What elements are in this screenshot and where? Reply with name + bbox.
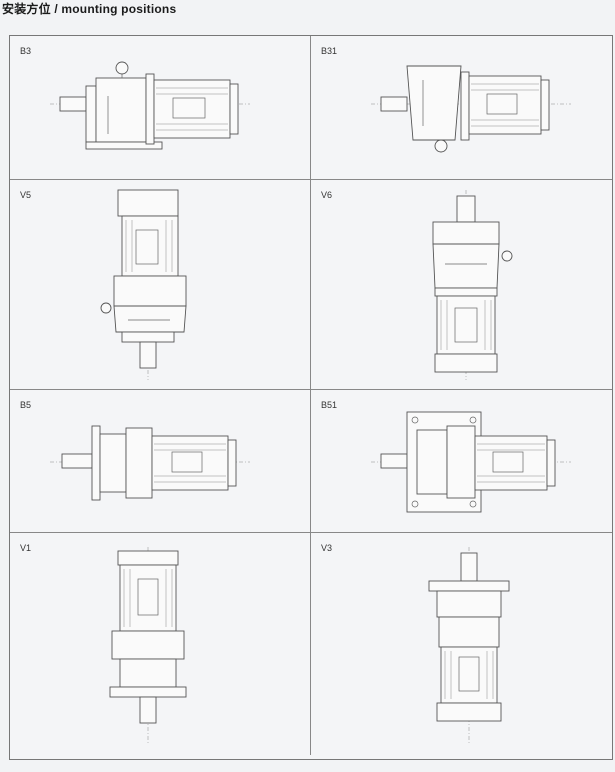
position-label-v6: V6	[321, 190, 333, 200]
position-cell-v3: V3	[311, 533, 612, 755]
v6-gear-motor-drawing	[432, 190, 513, 380]
v1-gear-motor-drawing	[109, 547, 187, 745]
position-label-b3: B3	[20, 46, 32, 56]
v3-gear-motor-drawing	[428, 547, 510, 745]
position-label-v5: V5	[20, 190, 32, 200]
mounting-positions-grid: B3 B31	[9, 35, 613, 760]
position-label-b31: B31	[321, 46, 338, 56]
position-label-b51: B51	[321, 400, 338, 410]
position-label-v3: V3	[321, 543, 333, 553]
position-cell-v5: V5	[10, 180, 311, 390]
b31-gear-motor-drawing	[371, 65, 571, 153]
position-label-v1: V1	[20, 543, 32, 553]
position-cell-v1: V1	[10, 533, 311, 755]
position-cell-v6: V6	[311, 180, 612, 390]
position-cell-b51: B51	[311, 390, 612, 533]
position-label-b5: B5	[20, 400, 32, 410]
position-cell-b5: B5	[10, 390, 311, 533]
b5-gear-motor-drawing	[50, 425, 250, 501]
b3-gear-motor-drawing	[50, 61, 250, 150]
b51-gear-motor-drawing	[371, 411, 571, 513]
position-cell-b31: B31	[311, 36, 612, 180]
v5-gear-motor-drawing	[100, 189, 187, 380]
position-cell-b3: B3	[10, 36, 311, 180]
page-title: 安装方位 / mounting positions	[2, 2, 177, 16]
